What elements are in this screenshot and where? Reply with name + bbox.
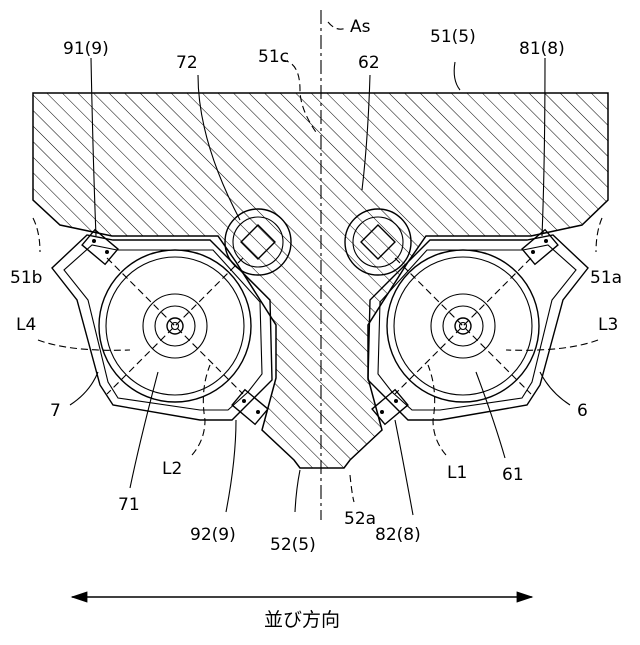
label-62: 62 — [358, 53, 380, 73]
label-6: 6 — [577, 401, 588, 421]
label-as: As — [350, 17, 371, 37]
label-71: 71 — [118, 495, 140, 515]
label-51-5: 51(5) — [430, 27, 476, 47]
label-l2: L2 — [162, 459, 182, 479]
label-51a: 51a — [590, 268, 622, 288]
label-7: 7 — [50, 401, 61, 421]
clip-92 — [232, 390, 268, 425]
caption-direction: 並び方向 — [264, 609, 340, 631]
label-92-9: 92(9) — [190, 525, 236, 545]
label-l3: L3 — [598, 315, 618, 335]
label-l4: L4 — [16, 315, 36, 335]
label-51c: 51c — [258, 47, 289, 67]
label-82-8: 82(8) — [375, 525, 421, 545]
label-72: 72 — [176, 53, 198, 73]
label-61: 61 — [502, 465, 524, 485]
label-l1: L1 — [447, 463, 467, 483]
label-52a: 52a — [344, 509, 376, 529]
label-81-8: 81(8) — [519, 39, 565, 59]
label-91-9: 91(9) — [63, 39, 109, 59]
label-51b: 51b — [10, 268, 42, 288]
label-52-5: 52(5) — [270, 535, 316, 555]
